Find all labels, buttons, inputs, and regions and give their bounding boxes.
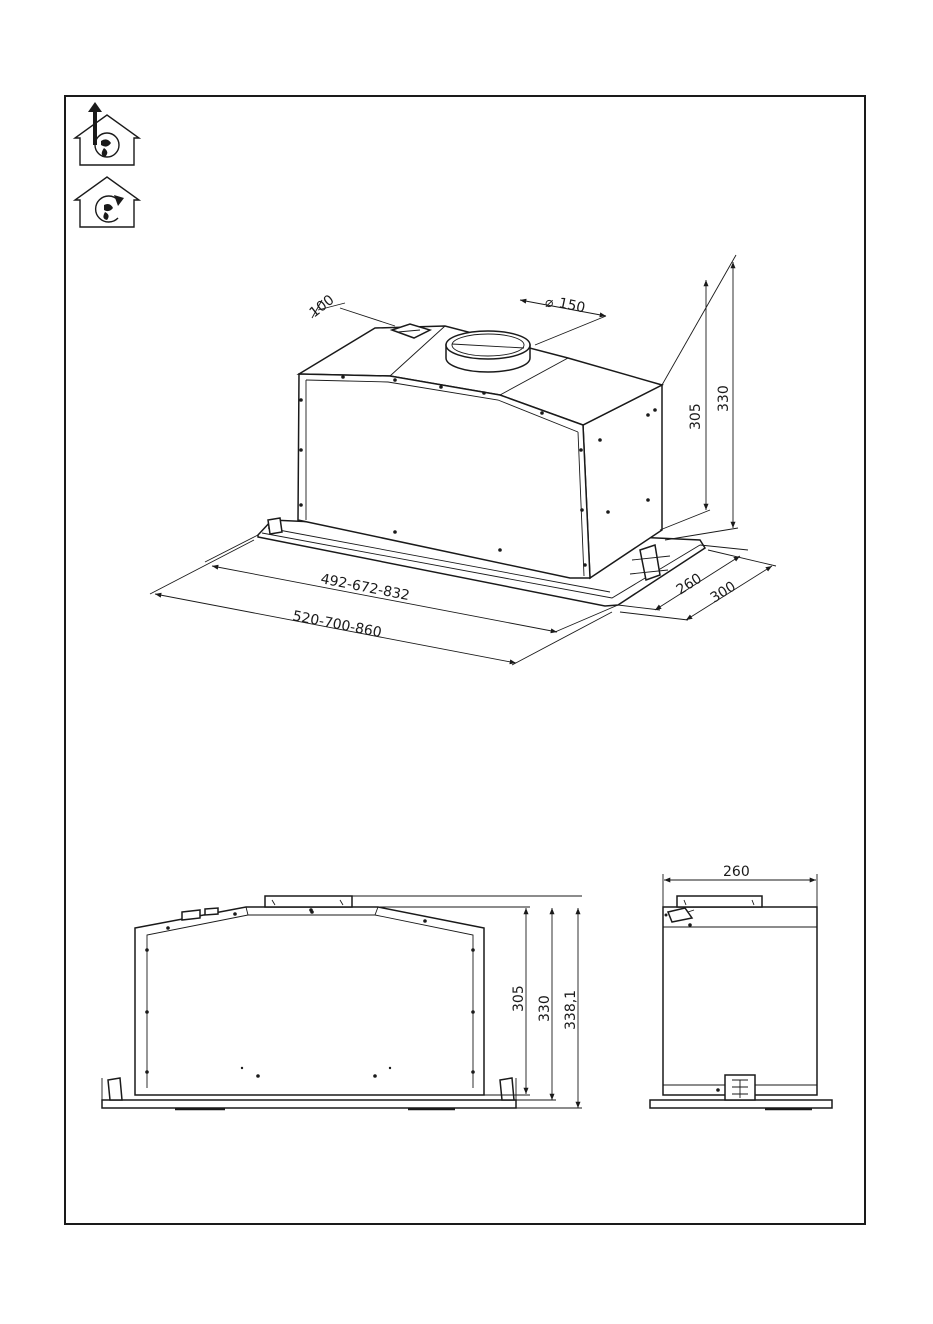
- dim-front-height-body: 305: [511, 985, 527, 1012]
- dim-front-height-overall: 338,1: [563, 990, 579, 1030]
- dim-width-inner: 492-672-832: [319, 571, 411, 604]
- dim-duct-diameter: 150: [557, 295, 586, 316]
- recirculation-icon: [75, 177, 139, 227]
- dim-height-total: 330: [716, 385, 732, 412]
- svg-text:⌀: ⌀: [545, 295, 554, 311]
- dim-front-height-total: 330: [537, 995, 553, 1022]
- dim-depth-outer: 300: [708, 579, 739, 607]
- ducted-extraction-icon: [75, 102, 139, 165]
- dim-duct-offset: 100: [307, 292, 338, 321]
- dim-depth-inner: 260: [674, 571, 705, 599]
- isometric-view: 100 ⌀ 150 305 330 492-672-832 520-700-86…: [150, 255, 776, 665]
- front-view: 305 330 338,1: [102, 896, 582, 1109]
- side-view: 260: [650, 864, 832, 1109]
- dim-side-depth: 260: [723, 864, 750, 880]
- dim-height-body: 305: [688, 403, 704, 430]
- dim-width-outer: 520-700-860: [291, 608, 383, 641]
